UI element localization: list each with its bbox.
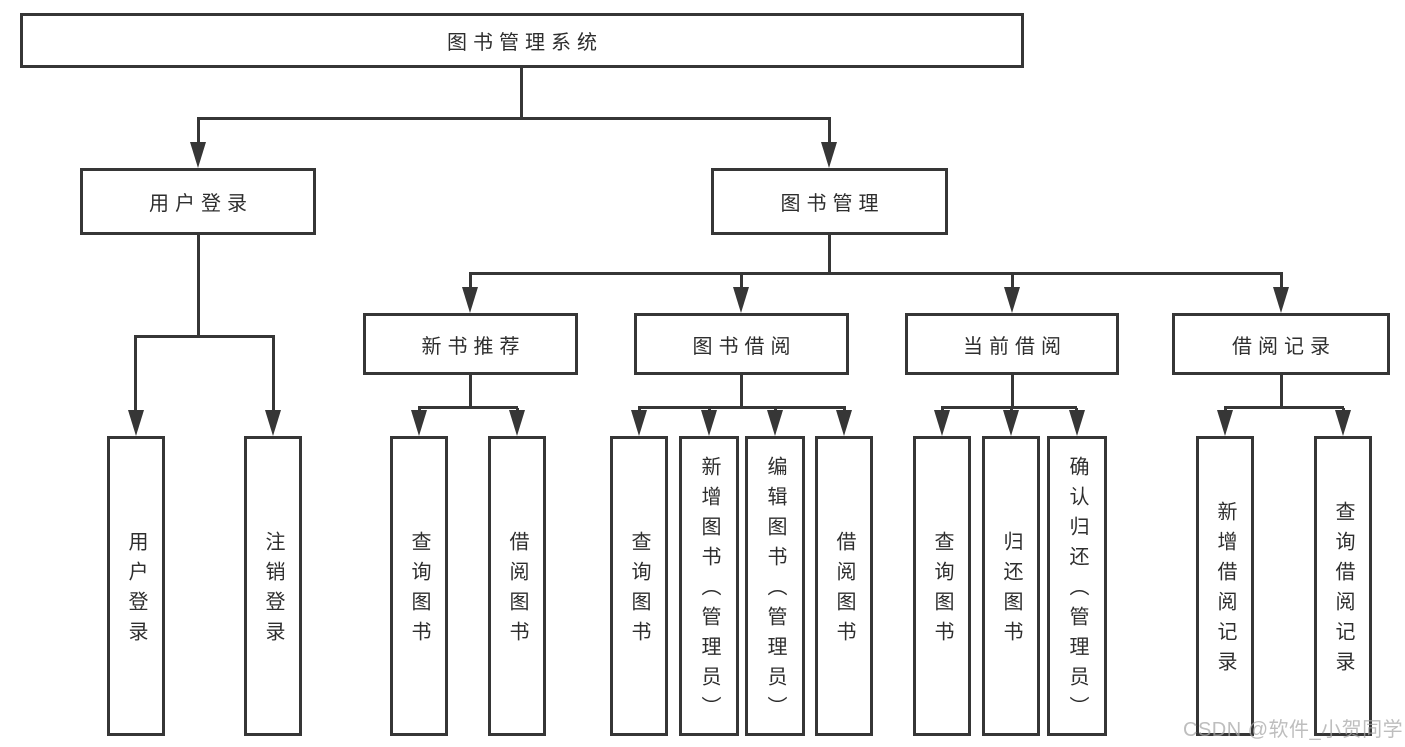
arrow-down-icon (128, 410, 144, 436)
leaf-borrow-books-recommend: 借阅图书 (488, 436, 546, 736)
node-label: 新书推荐 (421, 335, 526, 358)
connector-line (197, 117, 831, 120)
arrow-down-icon (733, 287, 749, 313)
connector-line (1011, 274, 1014, 290)
arrow-down-icon (631, 410, 647, 436)
connector-line (1280, 375, 1283, 409)
connector-line (638, 406, 846, 409)
connector-line (941, 406, 1077, 409)
arrow-down-icon (934, 410, 950, 436)
node-label: 查询借阅记录 (1332, 501, 1354, 681)
node-label: 借阅图书 (506, 531, 528, 651)
connector-line (272, 337, 275, 413)
leaf-query-books-recommend: 查询图书 (390, 436, 448, 736)
node-label: 图书管理 (780, 193, 885, 215)
leaf-edit-book-admin: 编辑图书（管理员） (745, 436, 805, 736)
arrow-down-icon (1003, 410, 1019, 436)
node-root-library-system: 图书管理系统 (20, 13, 1024, 68)
connector-line (469, 274, 472, 290)
leaf-add-borrow-record: 新增借阅记录 (1196, 436, 1254, 736)
node-borrow-records: 借阅记录 (1172, 313, 1390, 375)
node-label: 图书借阅 (692, 335, 797, 358)
leaf-user-login: 用户登录 (107, 436, 165, 736)
node-label: 借阅图书 (833, 531, 855, 651)
connector-line (469, 375, 472, 409)
node-label: 新增图书（管理员） (698, 456, 720, 726)
node-label: 新增借阅记录 (1214, 501, 1236, 681)
connector-line (520, 68, 523, 120)
connector-line (469, 272, 1283, 275)
connector-line (197, 235, 200, 338)
arrow-down-icon (411, 410, 427, 436)
node-label: 查询图书 (931, 531, 953, 651)
arrow-down-icon (190, 142, 206, 168)
connector-line (418, 406, 518, 409)
connector-line (1280, 274, 1283, 290)
arrow-down-icon (701, 410, 717, 436)
arrow-down-icon (265, 410, 281, 436)
connector-line (1011, 375, 1014, 409)
leaf-borrow-books: 借阅图书 (815, 436, 873, 736)
node-new-book-recommend: 新书推荐 (363, 313, 578, 375)
arrow-down-icon (1004, 287, 1020, 313)
node-label: 借阅记录 (1232, 335, 1336, 358)
node-label: 查询图书 (628, 531, 650, 651)
node-current-borrow: 当前借阅 (905, 313, 1119, 375)
arrow-down-icon (1069, 410, 1085, 436)
node-label: 用户登录 (149, 193, 253, 215)
connector-line (740, 274, 743, 290)
node-label: 编辑图书（管理员） (764, 456, 786, 726)
leaf-confirm-return-admin: 确认归还（管理员） (1047, 436, 1107, 736)
node-label: 图书管理系统 (447, 32, 603, 54)
connector-line (197, 119, 200, 147)
connector-line (134, 337, 137, 413)
node-label: 查询图书 (408, 531, 430, 651)
connector-line (740, 375, 743, 409)
node-label: 归还图书 (1000, 531, 1022, 651)
arrow-down-icon (836, 410, 852, 436)
leaf-return-book: 归还图书 (982, 436, 1040, 736)
node-book-management: 图书管理 (711, 168, 948, 235)
node-label: 注销登录 (262, 531, 284, 651)
arrow-down-icon (509, 410, 525, 436)
leaf-add-book-admin: 新增图书（管理员） (679, 436, 739, 736)
leaf-query-books-current: 查询图书 (913, 436, 971, 736)
leaf-logout: 注销登录 (244, 436, 302, 736)
leaf-query-books-borrow: 查询图书 (610, 436, 668, 736)
leaf-query-borrow-record: 查询借阅记录 (1314, 436, 1372, 736)
connector-line (828, 235, 831, 275)
csdn-watermark: CSDN @软件_小贺同学 (1183, 719, 1404, 741)
arrow-down-icon (462, 287, 478, 313)
node-user-login: 用户登录 (80, 168, 316, 235)
connector-line (828, 119, 831, 147)
arrow-down-icon (1273, 287, 1289, 313)
node-label: 用户登录 (125, 531, 147, 651)
connector-line (1224, 406, 1344, 409)
arrow-down-icon (1217, 410, 1233, 436)
node-label: 确认归还（管理员） (1066, 456, 1088, 726)
arrow-down-icon (767, 410, 783, 436)
arrow-down-icon (821, 142, 837, 168)
node-label: 当前借阅 (963, 335, 1067, 358)
node-book-borrow: 图书借阅 (634, 313, 849, 375)
arrow-down-icon (1335, 410, 1351, 436)
connector-line (134, 335, 275, 338)
